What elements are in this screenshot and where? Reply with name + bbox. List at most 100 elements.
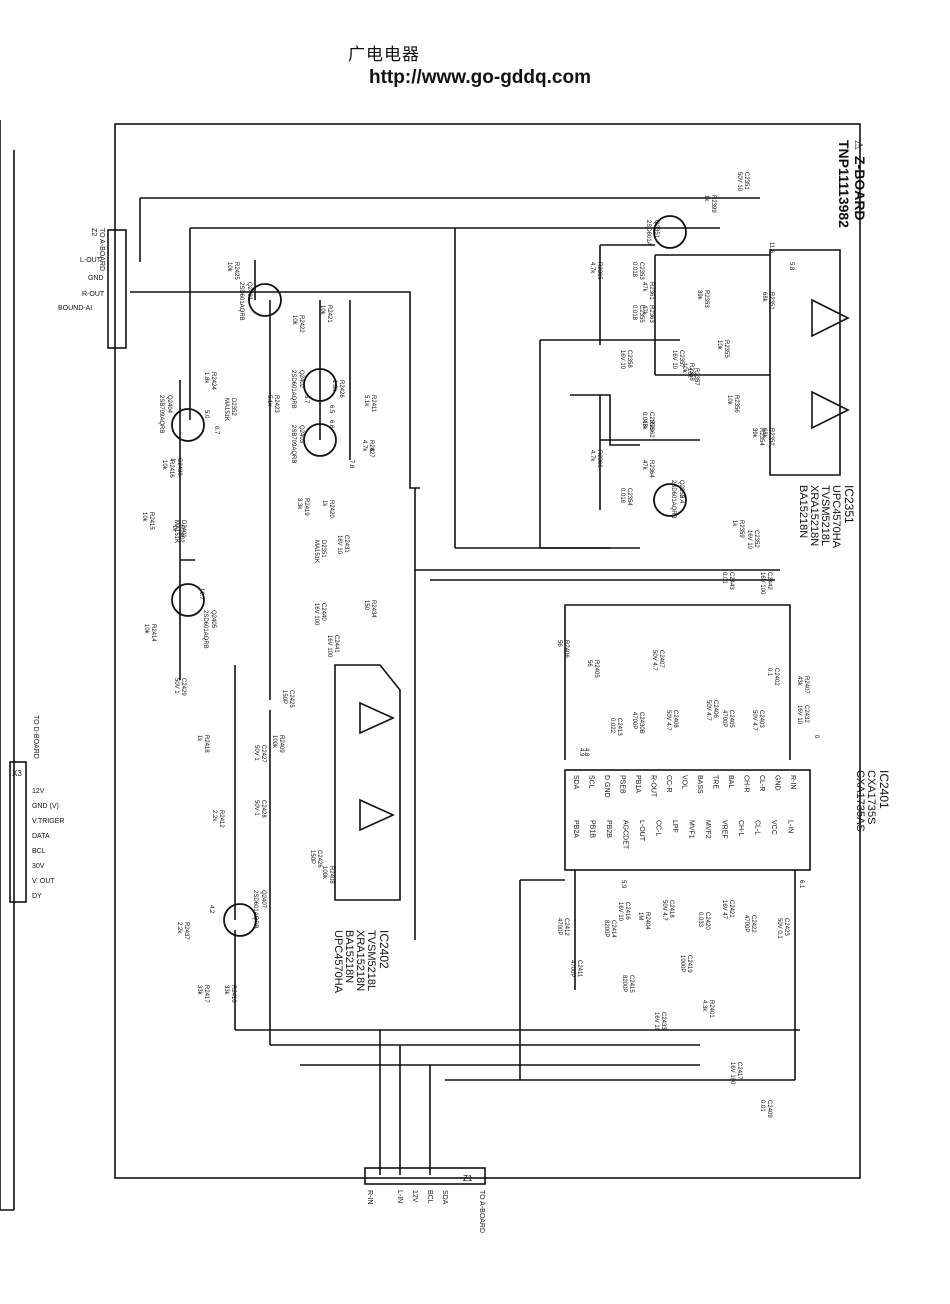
capacitor-value-label: 16V 10	[796, 705, 802, 725]
ic2401-pin-bottom-label: PB2B	[605, 820, 612, 838]
resistor-value-label: 43k	[796, 676, 802, 687]
resistor-value-label: 1k	[703, 195, 709, 202]
transistor-ref-label: Q2403	[298, 425, 304, 444]
capacitor-value-label: 50V 4.7	[651, 650, 657, 671]
x3-pin-1: 12V	[32, 788, 45, 795]
capacitor-value-label: 50V 1	[173, 678, 179, 694]
capacitor-ref-label: C2419	[686, 955, 692, 973]
resistor-ref-label: R2356	[733, 395, 739, 413]
capacitor-ref-label: C2402	[773, 668, 779, 686]
resistor-ref-label: R2364	[648, 460, 654, 478]
board-label: ⚠ Z-BOARD TNP11113982	[836, 140, 868, 228]
resistor-ref-label: R2402	[178, 525, 184, 543]
resistor-ref-label: R2363	[648, 305, 654, 323]
capacitor-value-label: 16V 10	[671, 350, 677, 370]
transistor-q2404	[303, 368, 337, 402]
x3-ref: X3	[12, 769, 22, 778]
resistor-ref-label: R2424	[210, 372, 216, 390]
diode-ref-label: D2401	[180, 520, 186, 538]
ic2401-pin-top-label: GND	[774, 775, 781, 791]
warning-mark: ⚠	[852, 140, 864, 150]
resistor-ref-label: R2357	[693, 368, 699, 386]
resistor-ref-label: R2412	[218, 810, 224, 828]
capacitor-value-label: 4700P	[743, 915, 749, 932]
capacitor-ref-label: C2416	[624, 902, 630, 920]
resistor-ref-label: R2351	[768, 292, 774, 310]
capacitor-ref-label: C2354	[626, 488, 632, 506]
resistor-ref-label: R2419	[303, 498, 309, 516]
ic2401-ref: IC2401	[877, 770, 891, 809]
capacitor-ref-label: C2405	[728, 710, 734, 728]
capacitor-ref-label: C2355	[638, 305, 644, 323]
ic2401-pin-bottom-label: L-OUT	[638, 820, 645, 842]
x3-destination: TO D-BOARD	[32, 715, 39, 759]
ic2401-pin-bottom-label: LPF	[671, 820, 678, 833]
ic2401-pin-top-label: D GND	[603, 775, 610, 798]
capacitor-value-label: 16V 10	[617, 902, 623, 922]
resistor-value-label: 56	[586, 660, 592, 667]
resistor-ref-label: R2426	[338, 380, 344, 398]
resistor-value-label: 10k	[143, 624, 149, 635]
resistor-value-label: 4.3k	[701, 1000, 707, 1012]
voltage-reading: 5.8	[788, 262, 794, 271]
ic2402-part-3: UPC4570HA	[332, 930, 344, 994]
connector-z1: Z1 TO A-BOARD R-IN L-IN 12V BCL SDA	[366, 1174, 485, 1233]
capacitor-ref-label: C2353	[638, 262, 644, 280]
resistor-value-label: 100k	[321, 866, 327, 880]
capacitor-ref-label: C2406	[712, 700, 718, 718]
resistor-value-label: 5.1k	[266, 395, 272, 407]
ic2401-pin-bottom-label: L-IN	[787, 820, 794, 833]
capacitor-ref-label: C2443	[728, 572, 734, 590]
resistor-ref-label: R2423	[273, 395, 279, 413]
diode-type-label: MA151K	[223, 398, 229, 421]
resistor-value-label: 4.7k	[589, 262, 595, 274]
resistor-ref-label: R2406	[563, 640, 569, 658]
ic2401-pin-top-label: SDA	[572, 775, 579, 790]
transistor-q2403	[303, 423, 337, 457]
capacitor-value-label: 50V 1	[253, 800, 259, 816]
board-name: Z-BOARD	[852, 156, 868, 221]
resistor-ref-label: R2411	[370, 395, 376, 413]
resistor-ref-label: R2354	[758, 428, 764, 446]
z2-destination: TO A-BOARD	[98, 228, 105, 271]
ic2401-pin-bottom-label: CL-L	[754, 820, 761, 835]
capacitor-value-label: 50V 1	[253, 745, 259, 761]
capacitor-ref-label: C2418	[668, 900, 674, 918]
ic2401-pin-bottom-label: PB2A	[572, 820, 579, 838]
transistor-type-label: 2SD601AQRB	[290, 370, 296, 409]
transistor-q2405	[248, 283, 282, 317]
resistor-ref-label: R2353	[703, 290, 709, 308]
capacitor-ref-label: C2432	[803, 705, 809, 723]
voltage-reading: 0.7	[213, 426, 219, 435]
capacitor-value-label: 16V 10	[653, 1012, 659, 1032]
diode-type-label: MA151K	[173, 520, 179, 543]
capacitor-value-label: 50V 4.7	[665, 710, 671, 731]
capacitor-ref-label: C2430	[176, 458, 182, 476]
resistor-value-label: 10k	[319, 305, 325, 316]
transistor-q2351	[653, 215, 687, 249]
capacitor-ref-label: C2420	[704, 912, 710, 930]
transistor-ref-label: Q2404	[166, 395, 172, 414]
resistor-value-label: 5.1k	[363, 395, 369, 407]
ic2401-pin-top-label: BASS	[696, 775, 703, 794]
capacitor-value-label: 0.022	[609, 718, 615, 734]
resistor-ref-label: R2437	[183, 922, 189, 940]
capacitor-ref-label: C2427	[260, 745, 266, 763]
ic2401-pin-top-label: CC-R	[665, 775, 672, 793]
resistor-value-label: 10k	[161, 460, 167, 471]
resistor-ref-label: R2355	[723, 340, 729, 358]
resistor-ref-label: R2358	[688, 363, 694, 381]
x3-pin-6: 30V	[32, 863, 45, 870]
capacitor-value-label: 0.018	[619, 488, 625, 504]
ic2401-part-0: CXA1735S	[865, 770, 877, 824]
resistor-ref-label: R2427	[368, 440, 374, 458]
resistor-ref-label: R2421	[326, 305, 332, 323]
site-url[interactable]: http://www.go-gddq.com	[369, 67, 591, 88]
ic2401-pin-bottom-label: PB1B	[589, 820, 596, 838]
resistor-value-label: 10k	[291, 315, 297, 326]
voltage-reading: 0	[813, 735, 819, 739]
voltage-reading: 7.6	[348, 460, 354, 469]
capacitor-ref-label: C2411	[576, 960, 582, 978]
